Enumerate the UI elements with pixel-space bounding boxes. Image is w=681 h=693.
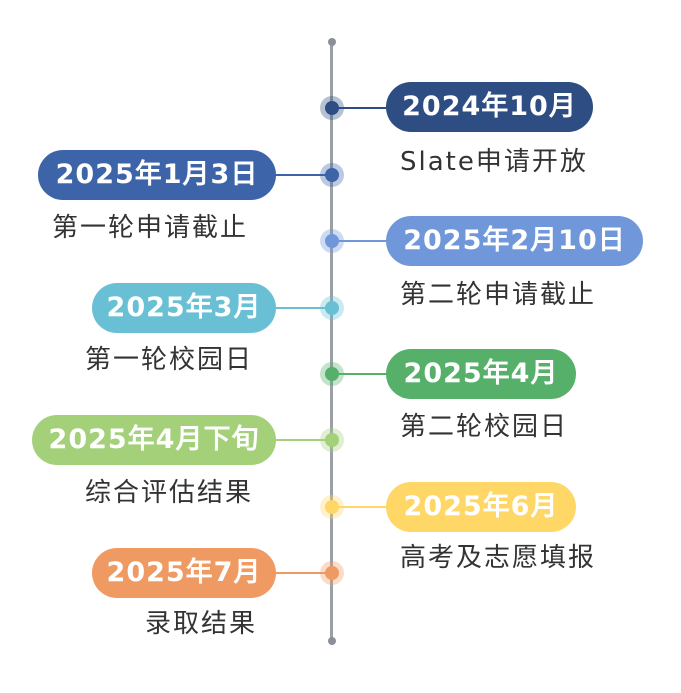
event-date-pill: 2025年6月: [386, 482, 576, 532]
timeline-axis: [330, 42, 333, 642]
connector-line: [260, 439, 331, 441]
timeline-dot: [325, 101, 339, 115]
connector-line: [260, 174, 331, 176]
event-date-pill: 2025年2月10日: [386, 216, 643, 266]
connector-line: [331, 107, 401, 109]
timeline-dot: [325, 433, 339, 447]
event-label: 第一轮校园日: [85, 345, 254, 375]
timeline-dot: [325, 566, 339, 580]
event-date-pill: 2025年3月: [92, 283, 276, 333]
timeline-dot: [325, 168, 339, 182]
connector-line: [331, 506, 401, 508]
event-label: Slate申请开放: [400, 147, 588, 177]
event-label: 第一轮申请截止: [52, 213, 249, 243]
event-label: 第二轮校园日: [400, 412, 569, 442]
timeline-dot: [325, 500, 339, 514]
connector-line: [260, 572, 331, 574]
connector-line: [331, 240, 401, 242]
event-label: 录取结果: [145, 609, 258, 639]
connector-line: [260, 307, 331, 309]
timeline-dot: [325, 234, 339, 248]
event-label: 综合评估结果: [85, 478, 254, 508]
event-date-pill: 2025年4月: [386, 349, 576, 399]
event-date-pill: 2025年4月下旬: [32, 415, 276, 465]
event-date-pill: 2025年7月: [92, 548, 276, 598]
event-date-pill: 2024年10月: [386, 82, 593, 132]
axis-bottom-cap: [327, 637, 336, 645]
connector-line: [331, 373, 401, 375]
timeline-dot: [325, 301, 339, 315]
timeline-dot: [325, 367, 339, 381]
axis-top-cap: [327, 38, 336, 46]
event-label: 高考及志愿填报: [400, 543, 597, 573]
event-date-pill: 2025年1月3日: [38, 150, 276, 200]
event-label: 第二轮申请截止: [400, 280, 597, 310]
